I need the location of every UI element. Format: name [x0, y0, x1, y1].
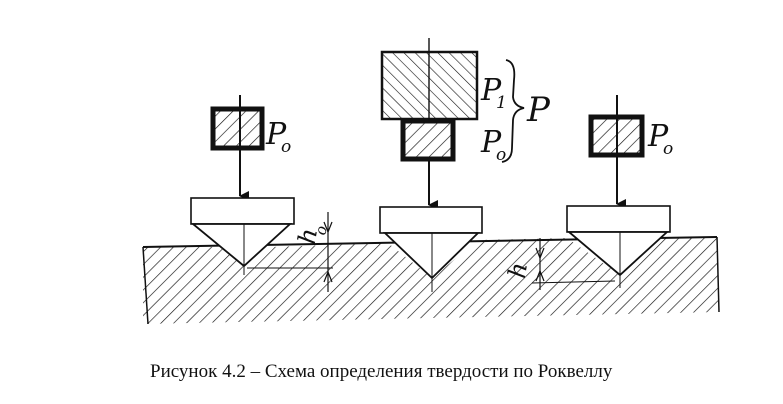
svg-text:P: P — [265, 117, 287, 152]
svg-text:o: o — [663, 139, 673, 159]
weight-p0-left — [210, 106, 265, 151]
load-label-p-total: P — [526, 90, 551, 130]
svg-text:h: h — [293, 226, 323, 246]
indenter-holder-right — [566, 205, 671, 233]
load-label-p0-right: P o — [647, 119, 673, 159]
svg-text:P: P — [480, 125, 502, 160]
svg-text:P: P — [480, 73, 502, 108]
indenter-holder-left — [190, 197, 295, 225]
indenter-cone-left — [190, 223, 293, 268]
svg-text:o: o — [496, 145, 506, 165]
load-label-p0-left: P o — [265, 117, 291, 157]
depth-label-h0: h o — [293, 224, 331, 246]
svg-text:P: P — [647, 119, 669, 154]
svg-text:o: o — [311, 224, 330, 236]
load-label-p0-middle: P o — [480, 125, 506, 165]
depth-h-line — [531, 280, 616, 284]
weight-p0-middle — [400, 118, 456, 162]
load-label-p1: P 1 — [480, 73, 507, 113]
indenter-holder-middle — [379, 206, 483, 234]
indenter-cone-right — [566, 231, 670, 277]
station-right — [531, 95, 671, 290]
station-middle — [379, 38, 525, 292]
station-left — [190, 95, 333, 292]
svg-text:o: o — [281, 137, 291, 157]
figure-caption: Рисунок 4.2 – Схема определения твердост… — [150, 361, 613, 382]
depth-label-h: h — [503, 260, 533, 280]
svg-text:1: 1 — [496, 93, 507, 113]
brace-p — [501, 59, 525, 163]
